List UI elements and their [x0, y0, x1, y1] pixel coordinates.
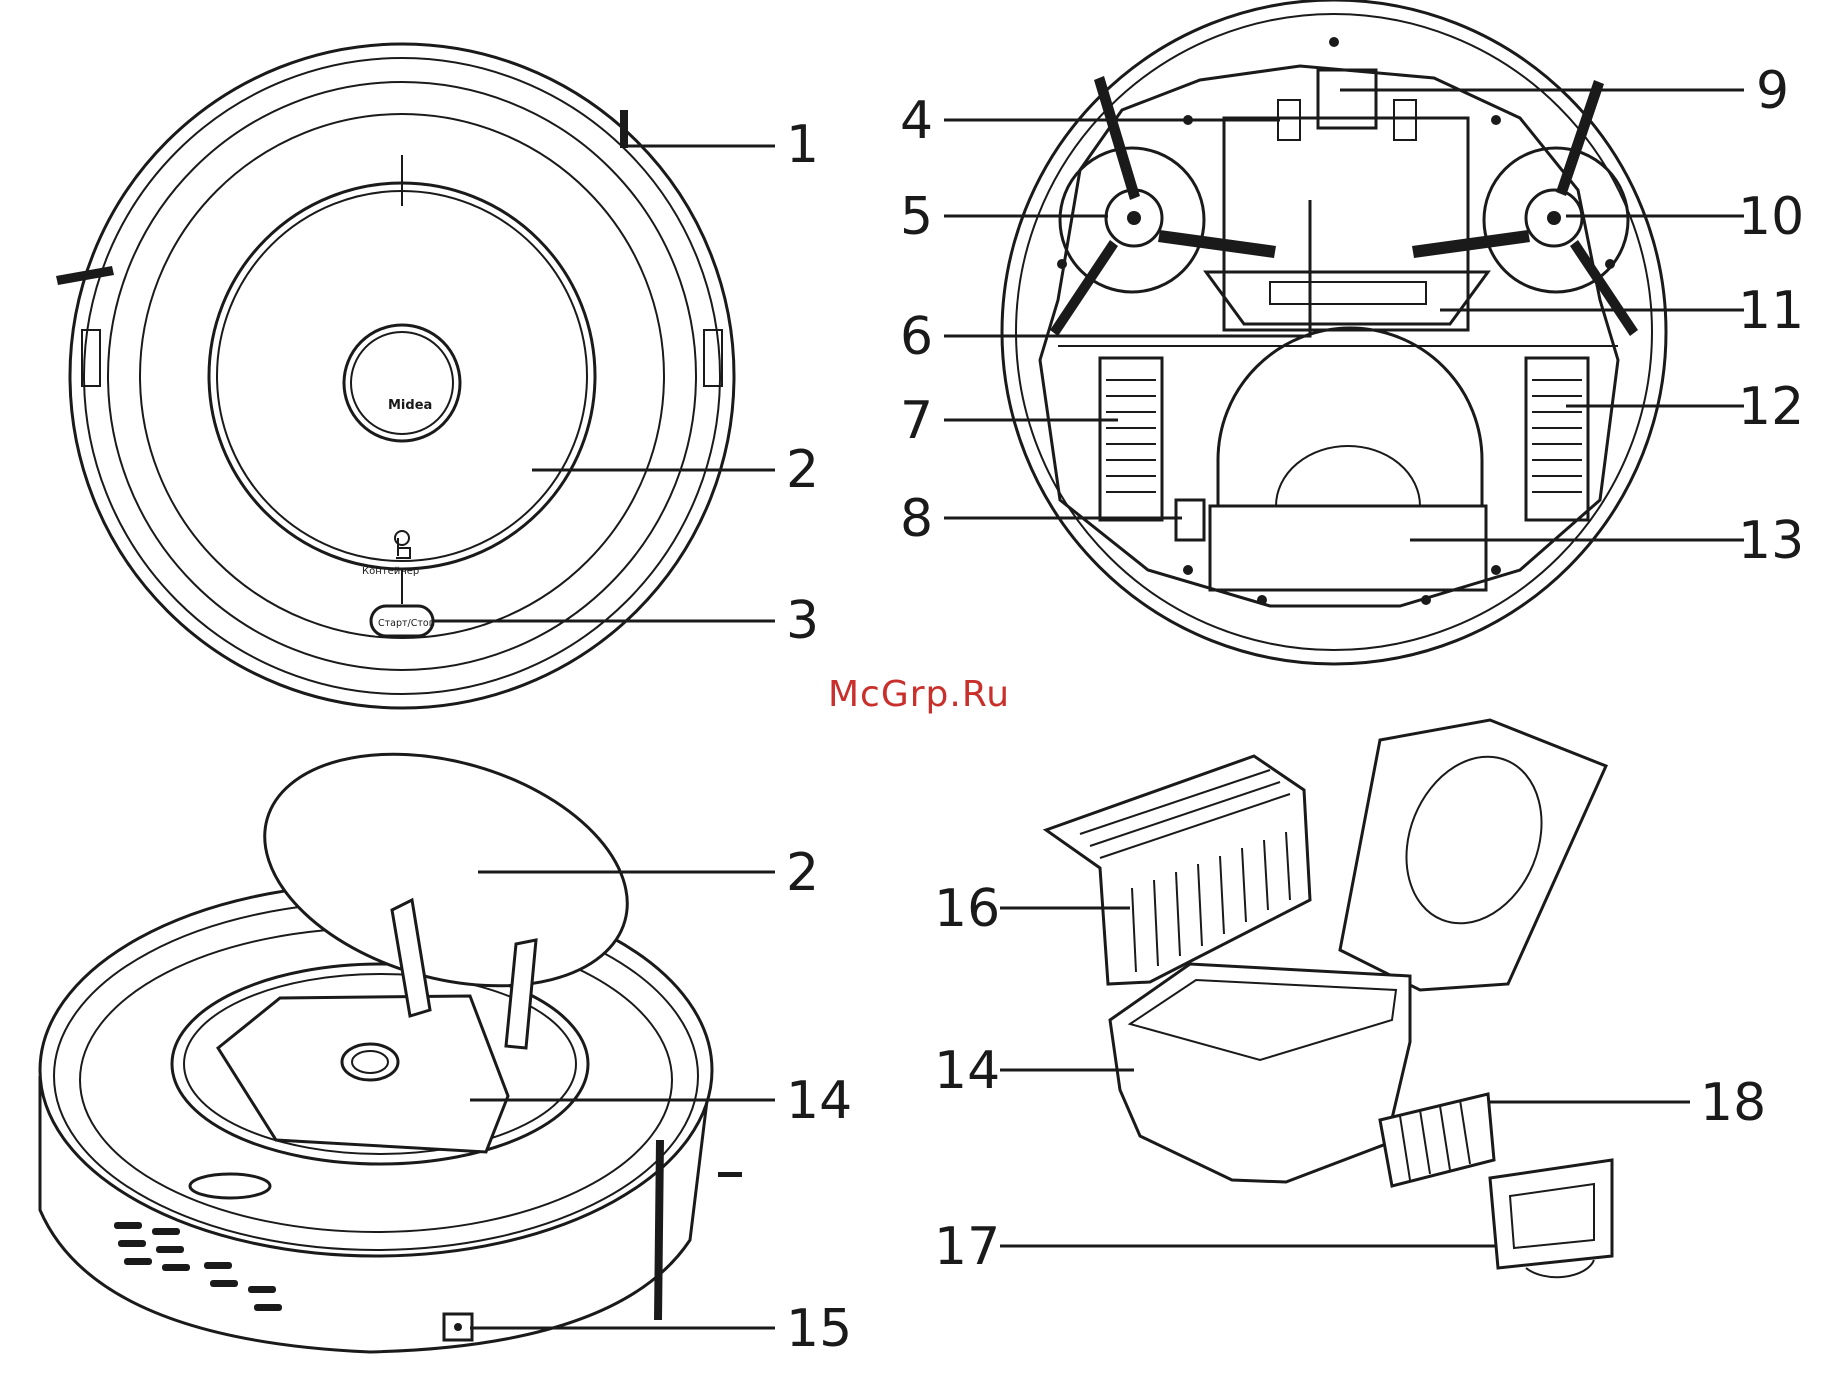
right-wheel-tread [1532, 380, 1582, 492]
dustbin-exploded-view: 16 14 18 17 [934, 720, 1766, 1277]
callout-5: 5 [900, 187, 933, 247]
callout-1: 1 [786, 115, 819, 175]
right-brush-bristle-2 [1412, 230, 1530, 258]
callout-dv-17: 17 [934, 1217, 1000, 1277]
top-view-logo-badge [344, 325, 460, 441]
callout-dv-14: 14 [934, 1041, 1000, 1101]
callout-4: 4 [900, 91, 933, 151]
watermark: McGrp.Ru [828, 674, 1010, 715]
container-label: Контейнер [362, 566, 419, 577]
primary-filter [1046, 756, 1310, 984]
left-drive-wheel [1100, 358, 1162, 520]
callout-pv-15: 15 [786, 1299, 852, 1359]
dust-container [1210, 506, 1486, 590]
callout-10: 10 [1738, 187, 1804, 247]
suction-bracket [1206, 272, 1488, 324]
dust-container-hump [1276, 446, 1420, 506]
top-view-outer-rim [70, 44, 734, 708]
bottom-view: 4 5 6 7 8 9 10 11 12 13 [900, 0, 1804, 664]
callout-8: 8 [900, 489, 933, 549]
callout-pv-2: 2 [786, 843, 819, 903]
top-view-lid [209, 183, 595, 569]
top-view: Midea Контейнер Старт/Стоп 1 2 3 [56, 44, 819, 708]
hand-touch-icon [395, 531, 410, 558]
callout-12: 12 [1738, 377, 1804, 437]
right-drive-wheel [1526, 358, 1588, 520]
callout-7: 7 [900, 391, 933, 451]
left-brush-bristle-2 [1158, 230, 1276, 258]
callout-dv-18: 18 [1700, 1073, 1766, 1133]
start-stop-label: Старт/Стоп [378, 618, 435, 629]
left-wheel-tread [1106, 380, 1156, 492]
callout-6: 6 [900, 307, 933, 367]
right-brush-bristle-1 [1556, 80, 1604, 196]
hepa-filter [1380, 1094, 1494, 1186]
top-view-side-brush-right [620, 110, 628, 148]
callout-2: 2 [786, 440, 819, 500]
dust-container-arch [1218, 328, 1482, 506]
dustbin-body [1110, 964, 1410, 1182]
top-view-logo-badge-inner [351, 332, 453, 434]
charging-contact-right [1394, 100, 1416, 140]
top-view-lid-inner [217, 191, 587, 561]
callout-11: 11 [1738, 281, 1804, 341]
suction-opening [1270, 282, 1426, 304]
charging-contact-left [1278, 100, 1300, 140]
callout-13: 13 [1738, 511, 1804, 571]
leader-6 [944, 200, 1310, 336]
power-switch [1176, 500, 1204, 540]
callout-dv-16: 16 [934, 879, 1000, 939]
callout-pv-14: 14 [786, 1071, 852, 1131]
bottom-view-electronics-bay [1224, 118, 1468, 330]
callout-9: 9 [1756, 61, 1789, 121]
perspective-start-button [190, 1174, 270, 1198]
dustbin-lid [1340, 720, 1606, 990]
callout-3: 3 [786, 591, 819, 651]
top-view-logo: Midea [388, 398, 432, 413]
perspective-view: 2 14 15 [40, 715, 852, 1359]
